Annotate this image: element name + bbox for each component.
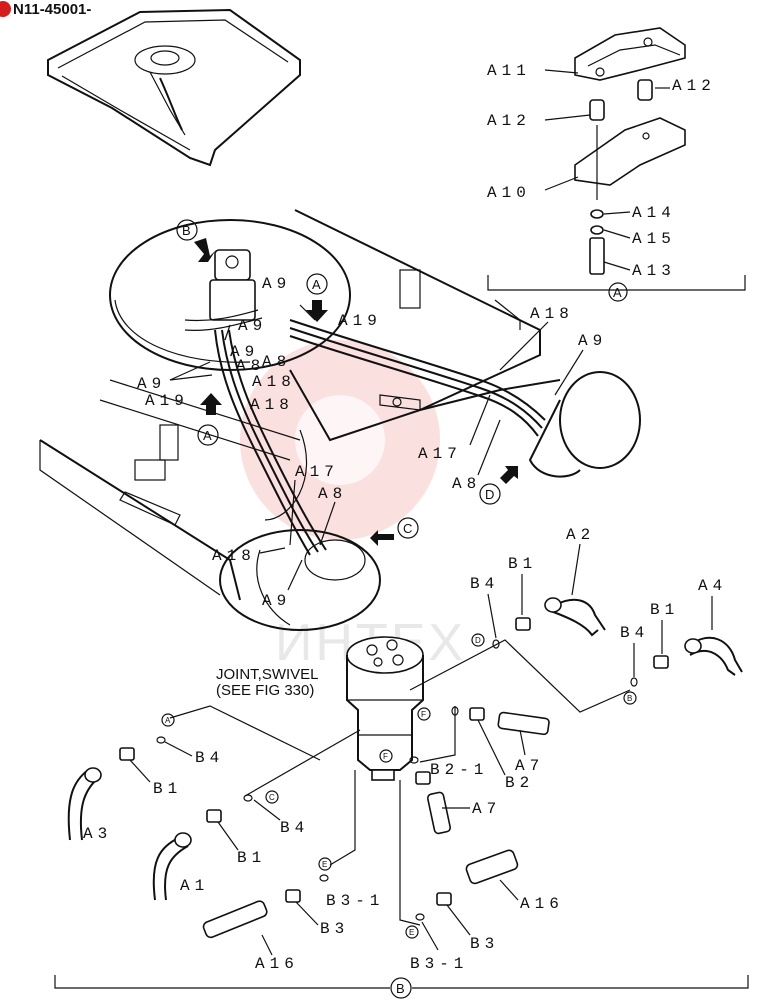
label-b3-1-left: B3-1 [326,892,384,910]
parts-view-markers: A D B F F C E E [161,633,637,939]
label-a2: A2 [566,526,595,544]
label-a17-low: A17 [295,463,339,481]
label-b1-left: B1 [153,780,182,798]
marker-f-right: F [421,710,426,719]
label-b4-left: B4 [195,749,224,767]
label-a8-left: A8 [236,357,265,375]
view-c-marker: C [403,521,412,536]
view-b-bracket: B [54,975,749,999]
label-a19-left: A19 [145,392,189,410]
label-a9-low: A9 [230,343,259,361]
label-a9-top: A9 [262,275,291,293]
label-a16-right: A16 [520,895,564,913]
label-b3-1-right: B3-1 [410,955,468,973]
label-a12-left: A12 [487,112,531,130]
label-b4-mid: B4 [280,819,309,837]
adapter-fittings [119,617,669,906]
elbow-and-straight-fittings [67,597,743,939]
label-a17-right: A17 [418,445,462,463]
label-a4: A4 [698,577,727,595]
label-a16-left: A16 [255,955,299,973]
label-b2-1: B2-1 [430,761,488,779]
label-b3-right: B3 [470,935,499,953]
label-a8-right: A8 [452,475,481,493]
marker-c-parts: C [269,793,275,802]
label-a7-upper: A7 [515,757,544,775]
marker-e-left: E [322,860,327,869]
label-a9-right: A9 [578,332,607,350]
label-a15: A15 [632,230,676,248]
label-a18-right: A18 [530,305,574,323]
view-b-marker-bottom: B [396,981,405,996]
view-a-detail-drawing [487,27,746,291]
label-a13: A13 [632,262,676,280]
label-b1-mid: B1 [237,849,266,867]
marker-f-joint: F [383,752,388,761]
label-b3-left: B3 [320,920,349,938]
marker-b-parts: B [627,694,632,703]
label-a10: A10 [487,184,531,202]
view-a-marker: A [613,285,622,300]
part-code: N11-45001- [13,1,91,18]
label-b4-right: B4 [620,624,649,642]
label-a9-mid: A9 [238,317,267,335]
label-a8-mid: A8 [262,353,291,371]
label-b4-top: B4 [470,575,499,593]
view-d-marker: D [485,487,494,502]
label-a14: A14 [632,204,676,222]
label-a11: A11 [487,62,531,80]
view-a-marker-bottom: A [203,428,212,443]
crawler-overview-drawing [47,8,301,167]
label-b1-right: B1 [650,601,679,619]
label-a19-top: A19 [338,312,382,330]
label-a18-left-1: A18 [252,373,296,391]
swivel-joint-drawing [346,636,424,781]
marker-e-right: E [409,928,414,937]
label-a1: A1 [180,877,209,895]
parts-reference-lines [169,639,631,926]
view-a-marker-top: A [312,277,321,292]
label-a18-low: A18 [212,547,256,565]
main-assembly-labels: A9 A9 A9 A8 A19 A9 A8 A18 A19 A18 A18 A9… [137,275,607,610]
main-view-arrows: B A A C D [176,219,518,546]
marker-d-parts: D [475,636,481,645]
label-a9-low-drum: A9 [262,592,291,610]
label-a8-low: A8 [318,485,347,503]
label-b1-top: B1 [508,555,537,573]
note-line2: (SEE FIG 330) [216,682,314,699]
label-b2: B2 [505,774,534,792]
parts-labels: A2 B1 B4 A4 B1 B4 B4 B1 A3 B4 B1 A1 B2-1… [83,526,727,973]
frame-assembly-drawing [39,209,641,631]
label-a18-left-2: A18 [250,396,294,414]
o-ring-parts [156,639,638,921]
label-a9-left: A9 [137,375,166,393]
label-a7-lower: A7 [472,800,501,818]
red-badge-icon [0,1,11,17]
view-b-marker-main: B [182,223,191,238]
label-a3: A3 [83,825,112,843]
label-a12-right: A12 [672,77,716,95]
note-line1: JOINT,SWIVEL [216,666,319,683]
view-a-labels: A11 A12 A12 A10 A14 A15 A13 A [487,62,716,302]
marker-a-parts: A [165,716,171,725]
